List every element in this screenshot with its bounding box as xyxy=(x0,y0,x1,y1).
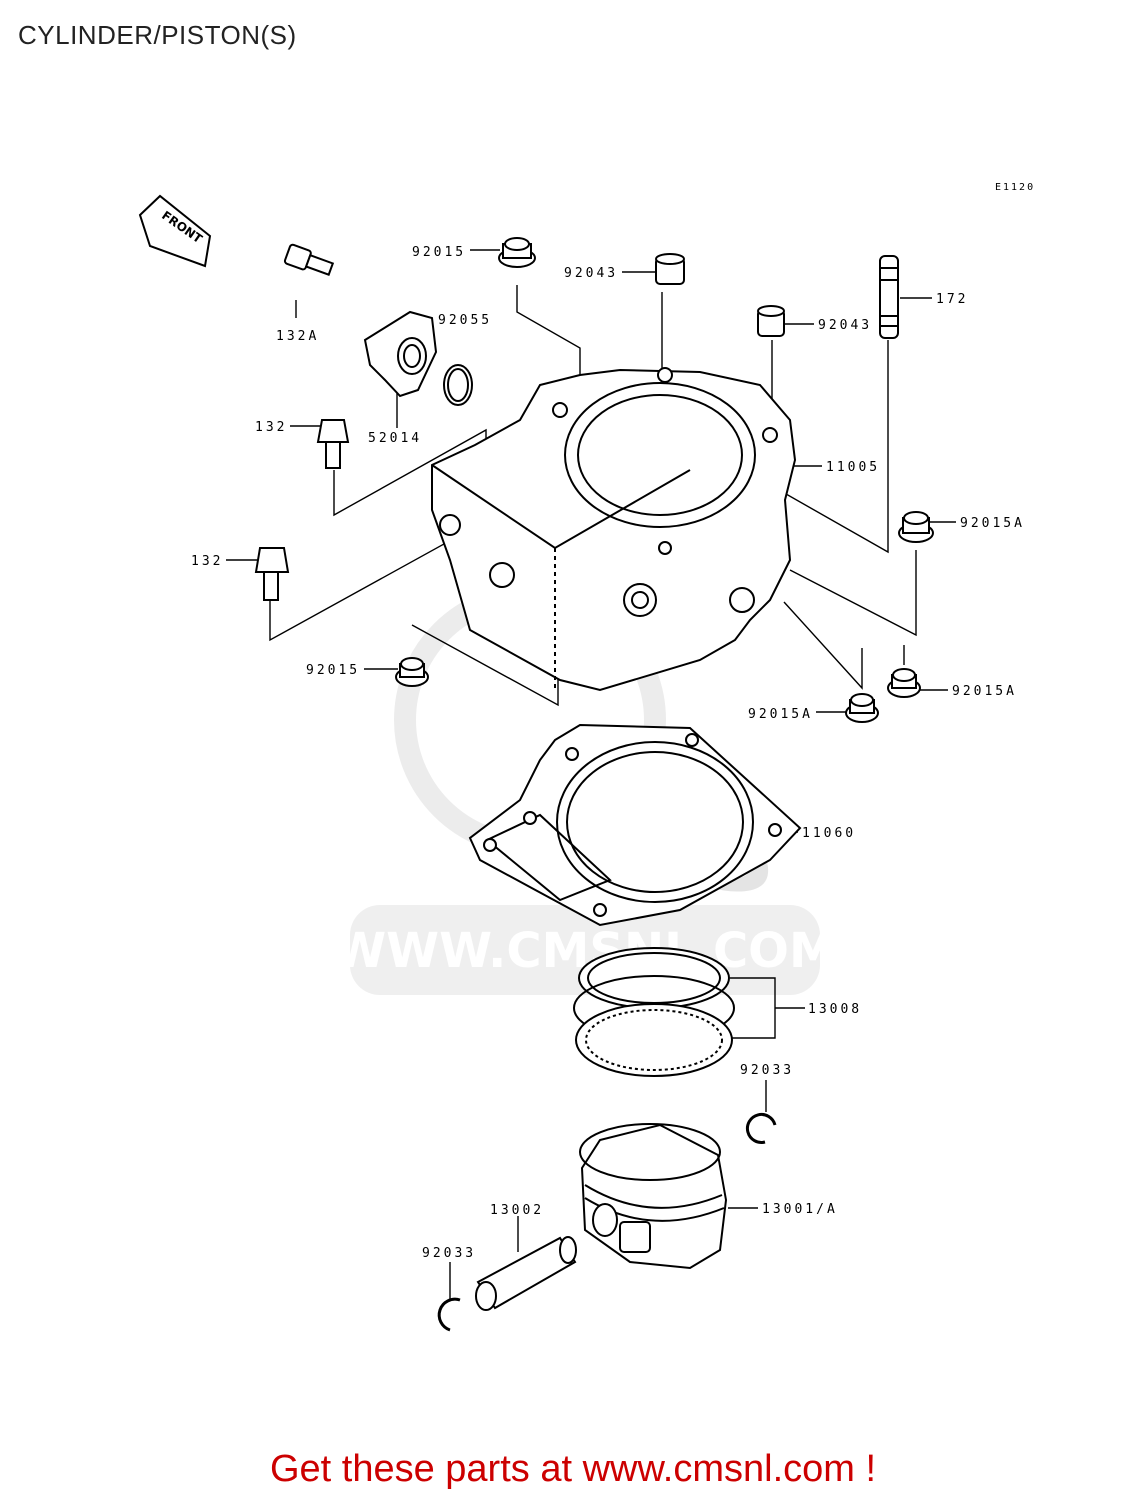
piston-rings-13008 xyxy=(573,947,735,1077)
bolt-132-a xyxy=(316,419,350,469)
diagram-code: E1120 xyxy=(995,182,1035,193)
piston-pin-13002 xyxy=(475,1236,577,1311)
label-92015A-right: 92015A xyxy=(960,516,1025,531)
label-92033-right: 92033 xyxy=(740,1063,794,1078)
piston-13001A xyxy=(579,1123,728,1270)
label-132-a: 132 xyxy=(255,420,287,435)
label-13001A: 13001/A xyxy=(762,1202,838,1217)
label-172: 172 xyxy=(936,292,968,307)
cylinder-block-11005 xyxy=(431,367,797,692)
label-92055: 92055 xyxy=(438,313,492,328)
stud-172 xyxy=(879,255,899,339)
label-11005: 11005 xyxy=(826,460,880,475)
dowel-92043-a xyxy=(655,253,685,285)
parts-diagram: cms WWW.CMSNL.COM E1120 FRONT xyxy=(138,182,1035,1332)
water-elbow-52014 xyxy=(363,310,438,398)
label-92015-left: 92015 xyxy=(306,663,360,678)
front-arrow-icon: FRONT xyxy=(138,194,212,268)
dowel-92043-b xyxy=(757,305,785,337)
label-132A: 132A xyxy=(276,329,319,344)
label-92033-left: 92033 xyxy=(422,1246,476,1261)
label-13008: 13008 xyxy=(808,1002,862,1017)
circlip-92033-right xyxy=(746,1112,777,1144)
cylinder-gasket-11060 xyxy=(468,723,802,927)
flange-nut-92015-top xyxy=(498,237,536,268)
flange-nut-92015-left xyxy=(395,657,429,687)
label-92043-b: 92043 xyxy=(818,318,872,333)
label-13002: 13002 xyxy=(490,1203,544,1218)
flange-nut-92015A-right xyxy=(898,511,934,543)
page-title: CYLINDER/PISTON(S) xyxy=(18,20,297,50)
label-92015-top: 92015 xyxy=(412,245,466,260)
label-11060: 11060 xyxy=(802,826,856,841)
parts xyxy=(254,237,934,1332)
label-52014: 52014 xyxy=(368,431,422,446)
label-92015A-bottom: 92015A xyxy=(748,707,813,722)
label-92015A-bottom-right: 92015A xyxy=(952,684,1017,699)
flange-nut-92015A-bottom xyxy=(845,693,879,723)
label-132-b: 132 xyxy=(191,554,223,569)
bolt-132-b xyxy=(254,547,290,601)
footer-link-text[interactable]: Get these parts at www.cmsnl.com ! xyxy=(269,1448,877,1490)
part-labels: 92015 92043 172 132A 92055 92043 52014 1… xyxy=(191,245,1025,1261)
bolt-132A xyxy=(283,243,335,276)
label-92043-a: 92043 xyxy=(564,266,618,281)
flange-nut-92015A-bottom-right xyxy=(887,668,921,698)
circlip-92033-left xyxy=(437,1297,461,1332)
